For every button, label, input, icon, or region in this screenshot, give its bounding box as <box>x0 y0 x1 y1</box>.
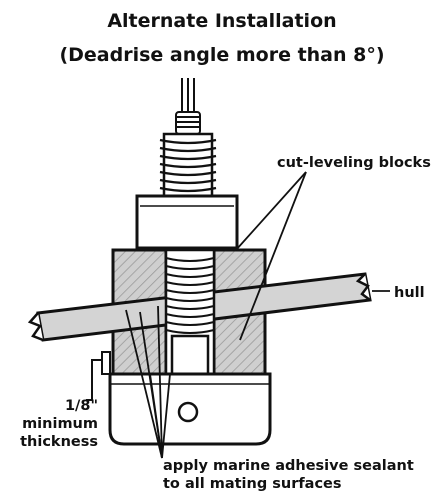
mounting-hole <box>177 401 199 423</box>
diagram-title: Alternate Installation <box>107 10 336 32</box>
transducer-body <box>108 372 272 446</box>
cable <box>181 78 195 112</box>
label-sealant-line1: apply marine adhesive sealant <box>163 458 414 474</box>
threaded-stem-upper <box>159 132 217 198</box>
leader-lines-sealant <box>125 305 171 459</box>
leader-lines-blocks <box>235 171 307 341</box>
strain-relief <box>175 111 201 135</box>
thickness-indicator <box>86 351 111 401</box>
threaded-stem-lower <box>164 248 216 376</box>
label-hull: hull <box>394 285 425 301</box>
diagram-subtitle: (Deadrise angle more than 8°) <box>59 44 384 66</box>
label-sealant-line2: to all mating surfaces <box>163 476 342 492</box>
label-cut-leveling-blocks: cut-leveling blocks <box>277 155 431 171</box>
label-thickness-word2: thickness <box>20 434 98 450</box>
label-thickness-word1: minimum <box>22 416 98 432</box>
hex-nut <box>135 194 239 250</box>
label-thickness-value: 1/8" <box>65 398 98 414</box>
